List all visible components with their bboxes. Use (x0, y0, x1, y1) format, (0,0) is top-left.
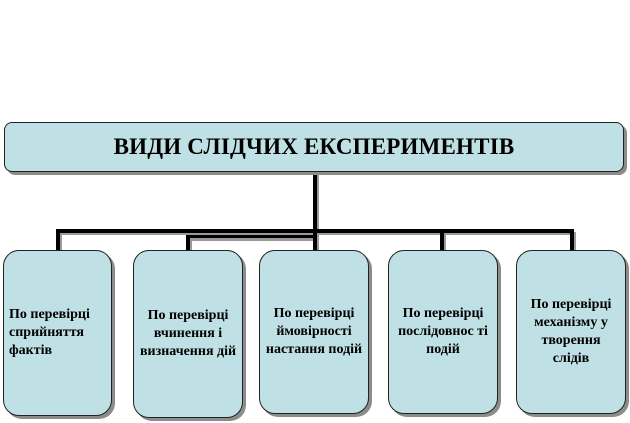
trunk-connector-shadow (316, 174, 319, 232)
child-node-perception: По перевірці сприйняття фактів (3, 250, 112, 416)
secondary-connector (186, 235, 317, 238)
drop-connector-4 (440, 229, 444, 251)
drop-connector-2 (186, 235, 190, 251)
drop-connector-2-shadow (189, 238, 192, 252)
trunk-connector (313, 172, 317, 232)
child-node-sequence: По перевірці послідовнос ті подій (388, 250, 498, 414)
drop-connector-5-shadow (573, 232, 576, 252)
child-node-mechanism-label: По перевірці механізму у творення слідів (530, 297, 612, 366)
child-node-actions-label: По перевірці вчинення і визначення дій (139, 308, 237, 359)
child-node-perception-label: По перевірці сприйняття фактів (9, 307, 90, 358)
child-node-probability: По перевірці ймовірності настання подій (259, 250, 369, 414)
child-node-sequence-label: По перевірці послідовнос ті подій (398, 306, 488, 357)
title-node: ВИДИ СЛІДЧИХ ЕКСПЕРИМЕНТІВ (4, 122, 624, 172)
drop-connector-1 (56, 229, 60, 251)
drop-connector-3-shadow (316, 232, 319, 252)
title-node-label: ВИДИ СЛІДЧИХ ЕКСПЕРИМЕНТІВ (113, 134, 515, 159)
drop-connector-1-shadow (59, 232, 62, 252)
child-node-actions: По перевірці вчинення і визначення дій (133, 250, 243, 418)
drop-connector-5 (570, 229, 574, 251)
drop-connector-4-shadow (443, 232, 446, 252)
secondary-connector-shadow (189, 238, 319, 241)
drop-connector-3 (313, 229, 317, 251)
child-node-mechanism: По перевірці механізму у творення слідів (516, 250, 626, 414)
child-node-probability-label: По перевірці ймовірності настання подій (265, 306, 363, 357)
